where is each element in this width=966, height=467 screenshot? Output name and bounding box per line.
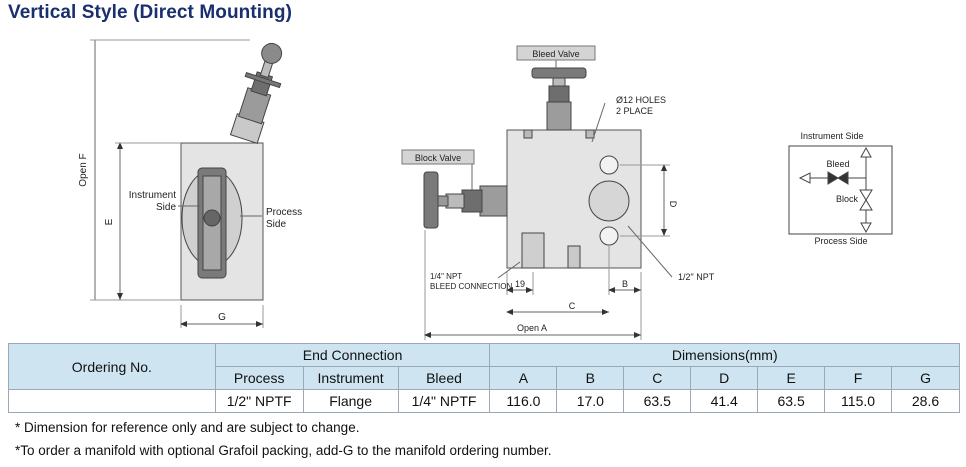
process-header: Process xyxy=(214,366,304,390)
spec-table: Ordering No. End Connection Dimensions(m… xyxy=(8,343,960,413)
left-view xyxy=(90,39,283,328)
table-cell: 115.0 xyxy=(824,389,893,413)
e-label: E xyxy=(104,218,115,225)
dim-b-label: B xyxy=(622,279,628,289)
dim-b-header: B xyxy=(556,366,625,390)
schematic-process-side: Process Side xyxy=(814,236,867,246)
schematic-block: Block xyxy=(836,194,859,204)
table-cell: Flange xyxy=(302,389,399,413)
block-valve-label: Block Valve xyxy=(415,153,461,163)
dim-c-label: C xyxy=(569,301,576,311)
table-cell: 63.5 xyxy=(757,389,826,413)
table-cell: 1/4" NPTF xyxy=(397,389,491,413)
g-label: G xyxy=(218,312,226,323)
table-cell: 17.0 xyxy=(556,389,625,413)
page-title: Vertical Style (Direct Mounting) xyxy=(8,2,293,23)
table-cell: 63.5 xyxy=(623,389,692,413)
dim-g-header: G xyxy=(891,366,960,390)
ordering-no-header: Ordering No. xyxy=(8,343,216,390)
table-cell: 28.6 xyxy=(891,389,960,413)
dim-d-label: D xyxy=(668,201,678,208)
schematic-instrument-side: Instrument Side xyxy=(800,131,863,141)
bleed-header: Bleed xyxy=(397,366,491,390)
dimensions-header: Dimensions(mm) xyxy=(489,343,960,367)
schematic xyxy=(788,145,893,235)
bleed-valve-label: Bleed Valve xyxy=(532,49,579,59)
npt-half-label: 1/2" NPT xyxy=(678,272,715,282)
instrument-header: Instrument xyxy=(302,366,399,390)
end-connection-header: End Connection xyxy=(214,343,491,367)
schematic-bleed: Bleed xyxy=(826,159,849,169)
table-cell xyxy=(8,389,216,413)
dim-a-header: A xyxy=(489,366,558,390)
table-cell: 41.4 xyxy=(690,389,759,413)
center-view xyxy=(423,60,673,340)
dim-19-label: 19 xyxy=(515,279,525,289)
dim-f-header: F xyxy=(824,366,893,390)
table-cell: 116.0 xyxy=(489,389,558,413)
dim-e-header: E xyxy=(757,366,826,390)
dim-d-header: D xyxy=(690,366,759,390)
note-1: * Dimension for reference only and are s… xyxy=(15,420,360,435)
dim-c-header: C xyxy=(623,366,692,390)
table-row: 1/2" NPTF Flange 1/4" NPTF 116.0 17.0 63… xyxy=(8,389,960,413)
table-cell: 1/2" NPTF xyxy=(214,389,304,413)
open-a-label: Open A xyxy=(517,323,547,333)
note-2: *To order a manifold with optional Grafo… xyxy=(15,443,552,458)
open-f-label: Open F xyxy=(78,153,89,186)
